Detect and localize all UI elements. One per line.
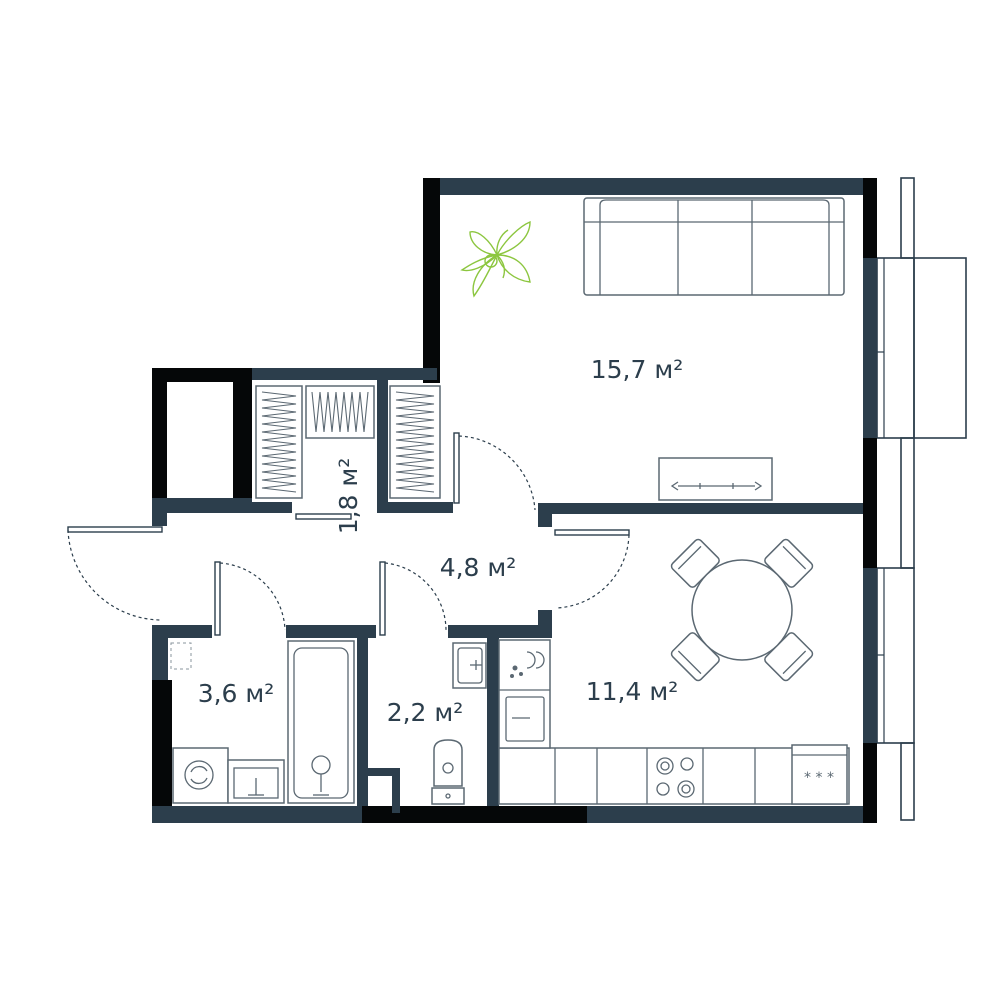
windows: [876, 177, 967, 821]
floor-drain-icon: [170, 642, 192, 670]
wardrobe-icon: [255, 385, 441, 499]
dining-set-icon: [670, 538, 814, 682]
area-label-living: 15,7 м²: [591, 355, 684, 384]
walls: [152, 178, 877, 823]
area-labels: 15,7 м² 1,8 м² 4,8 м² 3,6 м² 2,2 м² 11,4…: [198, 355, 684, 727]
tv-stand-icon: [658, 457, 773, 501]
area-label-kitchen: 11,4 м²: [586, 677, 679, 706]
toilet-icon: [431, 739, 465, 805]
svg-text:* * *: * * *: [804, 770, 834, 786]
area-label-bathroom: 3,6 м²: [198, 679, 275, 708]
area-label-toilet: 2,2 м²: [387, 698, 464, 727]
stove-icon: * * *: [791, 744, 848, 805]
area-label-closet: 1,8 м²: [334, 458, 363, 535]
plant-icon: [460, 220, 531, 298]
area-label-hall: 4,8 м²: [440, 553, 517, 582]
sink-icon: [452, 642, 487, 689]
bathtub-icon: [287, 640, 355, 804]
sofa-icon: [583, 197, 845, 296]
hob-icon: [656, 757, 695, 798]
dishwasher-icon: [510, 651, 545, 678]
doors: [67, 432, 630, 636]
kitchen-counter: [498, 639, 850, 805]
kitchen-sink-icon: [505, 696, 545, 742]
sink-icon: [227, 759, 285, 804]
washing-machine-icon: [172, 747, 229, 804]
